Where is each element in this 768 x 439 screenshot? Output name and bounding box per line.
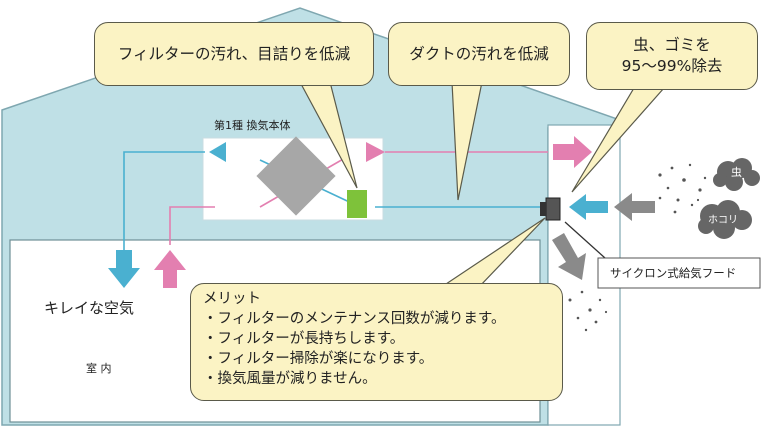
callout-filter-clog: フィルターの汚れ、目詰りを低減 <box>94 22 374 86</box>
supply-arrow-left-icon <box>209 142 226 162</box>
outdoor-exhaust-arrow-icon <box>553 136 592 168</box>
clean-air-down-arrow-icon <box>108 250 140 288</box>
callout-insect-removal: 虫、ゴミを 95～99%除去 <box>586 22 758 90</box>
outdoor-supply-arrow-icon <box>569 194 608 220</box>
merit-item: フィルターが長持ちします。 <box>203 329 562 349</box>
callout-duct-dirt: ダクトの汚れを低減 <box>388 22 570 86</box>
room-label: 室 内 <box>86 362 112 375</box>
merit-title: メリット <box>203 291 261 307</box>
callout-duct-dirt-text: ダクトの汚れを低減 <box>409 44 549 63</box>
exhaust-up-arrow-icon <box>154 250 186 288</box>
dust-label: ホコリ <box>708 215 738 226</box>
merit-item: 換気風量が減りません。 <box>203 369 562 389</box>
hood-label: サイクロン式給気フード <box>610 266 737 280</box>
callout-insect-line1: 虫、ゴミを <box>633 36 711 55</box>
exhaust-arrow-right-icon <box>366 142 385 162</box>
cyclone-hood-icon <box>545 197 561 221</box>
merit-item: フィルター掃除が楽になります。 <box>203 349 562 369</box>
callout-filter-clog-text: フィルターの汚れ、目詰りを低減 <box>117 44 351 63</box>
clean-air-label: キレイな空気 <box>44 299 135 317</box>
bug-cloud-icon <box>713 158 760 191</box>
heat-exchanger <box>256 136 336 216</box>
merit-item: フィルターのメンテナンス回数が減ります。 <box>203 309 562 329</box>
merit-box: メリット フィルターのメンテナンス回数が減ります。 フィルターが長持ちします。 … <box>190 283 563 401</box>
dust-particles <box>568 163 707 332</box>
debris-incoming-arrow-icon <box>614 193 655 221</box>
hood-label-box <box>597 257 761 289</box>
dust-cloud-icon <box>698 200 752 239</box>
hood-leader-line <box>564 221 606 259</box>
hood-mount <box>540 202 546 216</box>
bug-label: 虫 <box>731 166 742 179</box>
callout-insect-line2: 95～99%除去 <box>621 57 723 75</box>
unit-label: 第1種 換気本体 <box>214 119 291 132</box>
filter-icon <box>347 190 367 218</box>
merit-list: フィルターのメンテナンス回数が減ります。 フィルターが長持ちします。 フィルター… <box>203 309 562 389</box>
debris-expelled-arrow-icon <box>552 233 586 280</box>
